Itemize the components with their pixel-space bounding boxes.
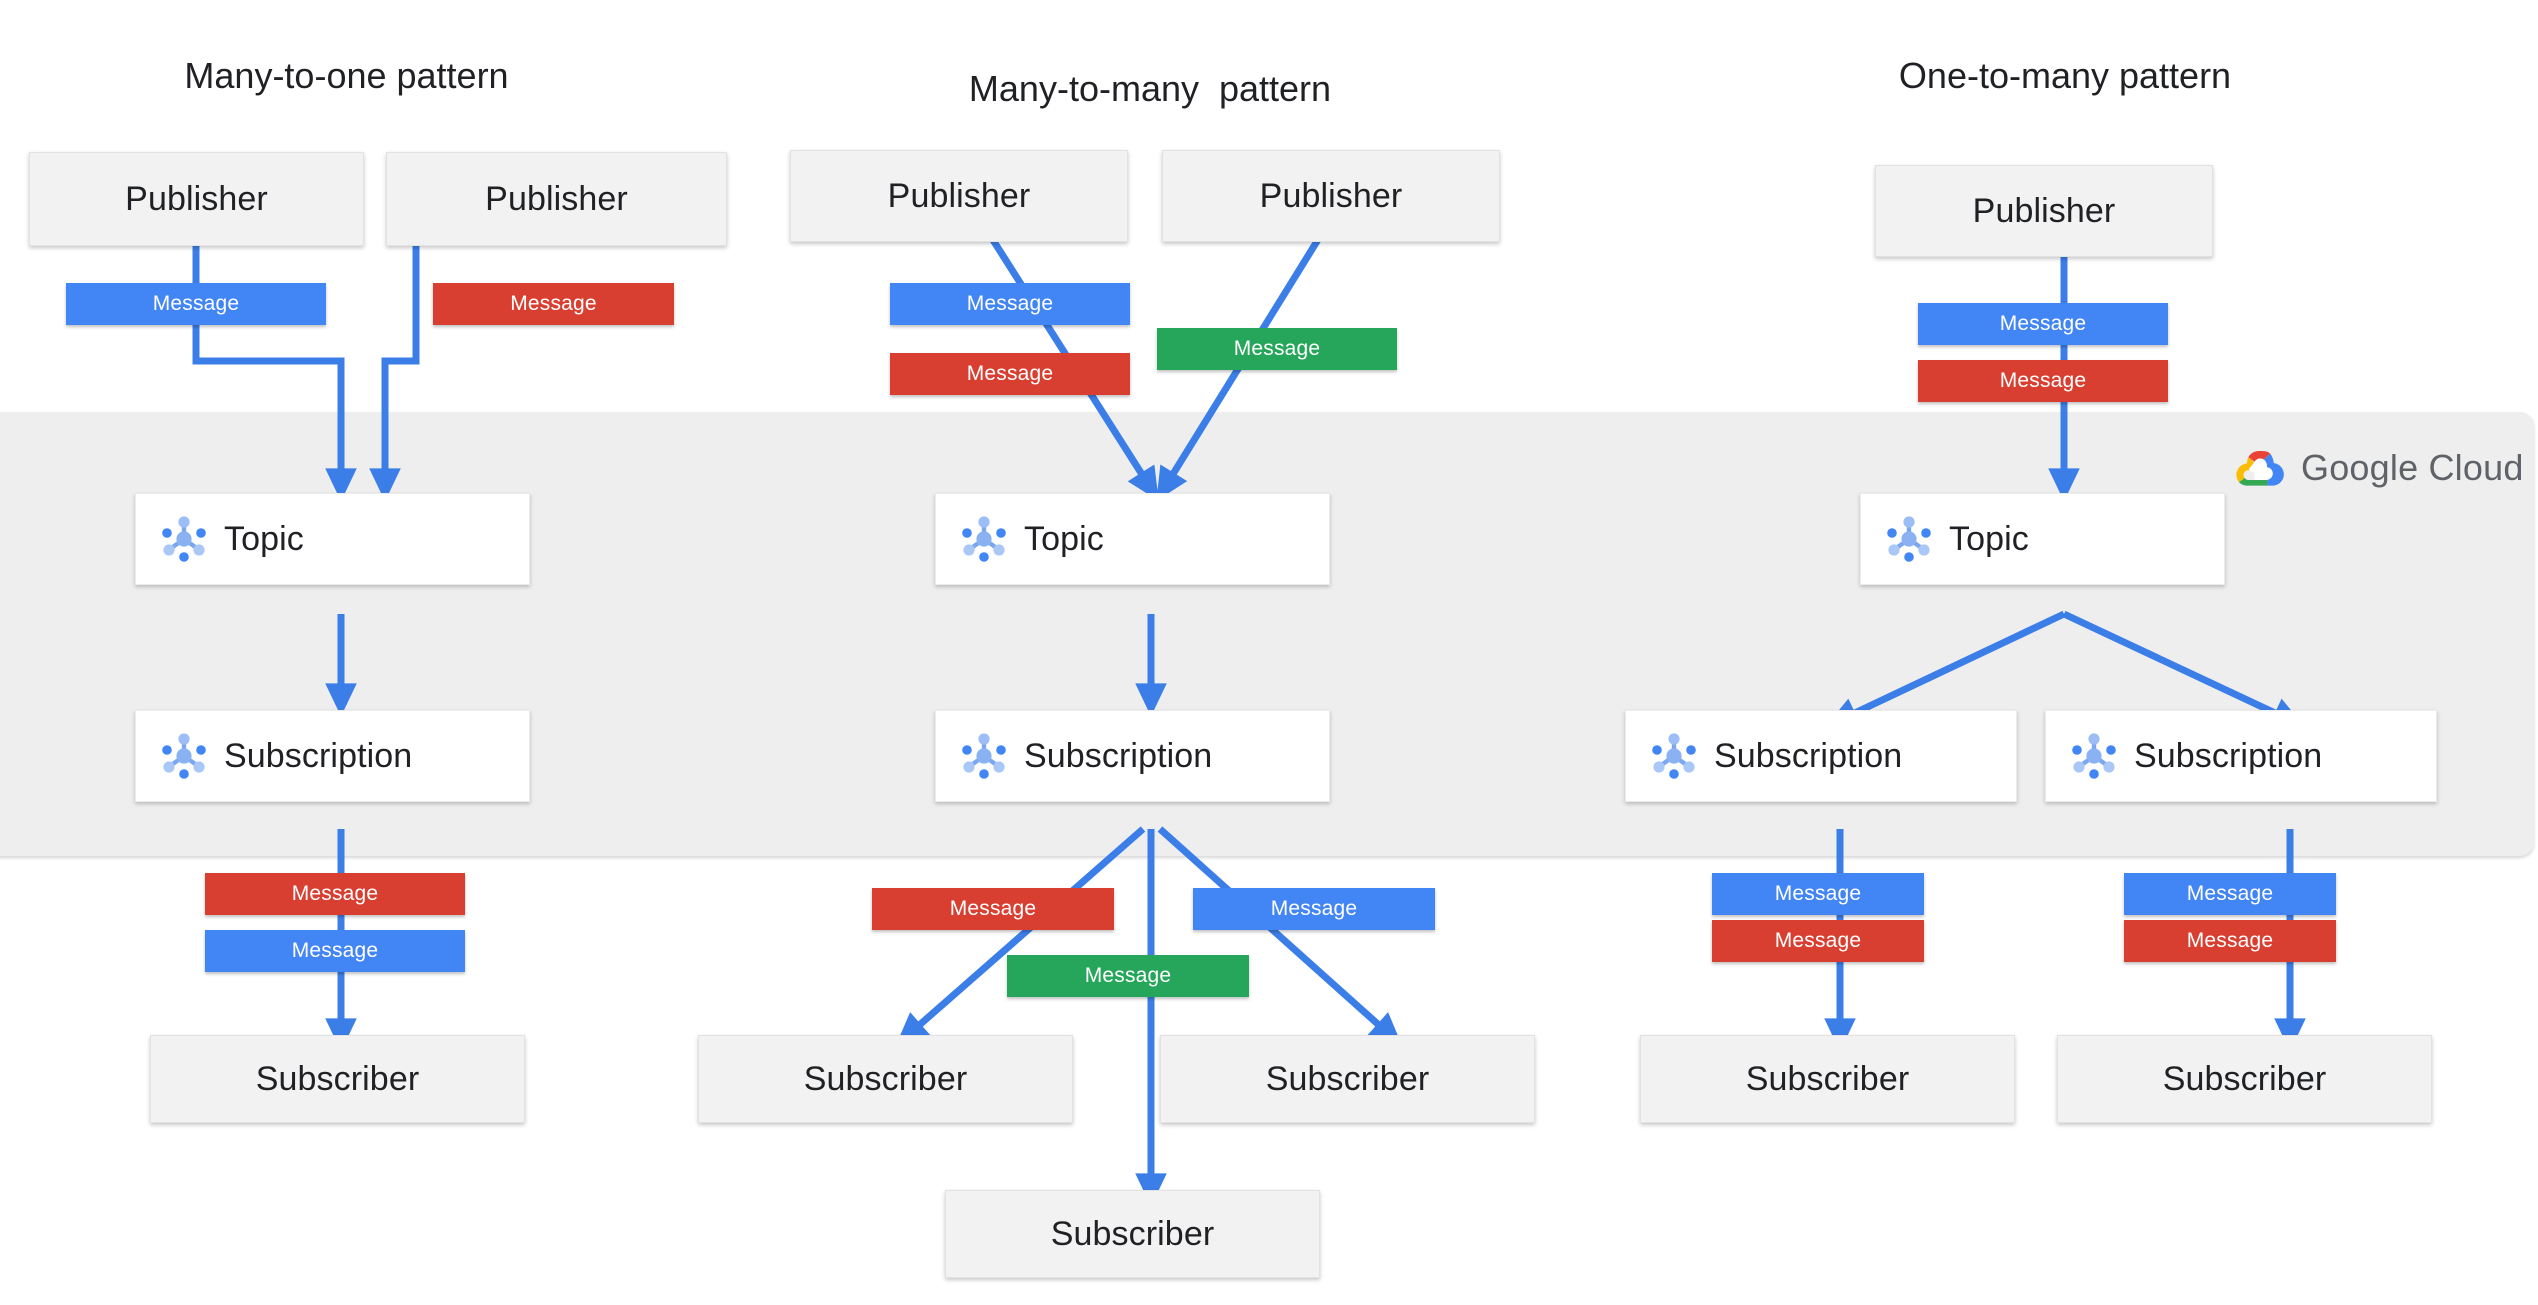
message-label: Message (966, 292, 1054, 315)
publisher-box[interactable]: Publisher (29, 152, 364, 246)
subscription-box[interactable]: Subscription (2045, 710, 2437, 802)
message-chip: Message (1157, 328, 1397, 370)
message-chip: Message (872, 888, 1114, 930)
subscription-box[interactable]: Subscription (935, 710, 1330, 802)
message-chip: Message (1193, 888, 1435, 930)
message-chip: Message (433, 283, 674, 325)
subscription-label: Subscription (2134, 736, 2323, 775)
topic-label: Topic (1024, 519, 1104, 558)
message-label: Message (1999, 369, 2087, 392)
message-chip: Message (205, 930, 465, 972)
subscriber-label: Subscriber (1265, 1059, 1430, 1098)
subscription-box[interactable]: Subscription (135, 710, 530, 802)
publisher-label: Publisher (1259, 176, 1403, 215)
subscriber-label: Subscriber (2162, 1059, 2327, 1098)
publisher-label: Publisher (1972, 191, 2116, 230)
message-chip: Message (890, 353, 1130, 395)
google-cloud-logo-icon (2236, 450, 2284, 486)
publisher-label: Publisher (125, 179, 268, 218)
subscription-box[interactable]: Subscription (1625, 710, 2017, 802)
message-label: Message (1774, 929, 1862, 952)
message-chip: Message (1918, 360, 2168, 402)
message-chip: Message (2124, 873, 2336, 915)
message-label: Message (2186, 929, 2274, 952)
message-label: Message (1774, 882, 1862, 905)
subscriber-label: Subscriber (1050, 1214, 1215, 1253)
pubsub-icon (1652, 733, 1696, 779)
subscription-label: Subscription (224, 736, 413, 775)
topic-box[interactable]: Topic (1860, 493, 2225, 585)
message-label: Message (291, 882, 379, 905)
topic-label: Topic (1949, 519, 2029, 558)
subscriber-label: Subscriber (803, 1059, 968, 1098)
column-title-many-to-many: Many-to-many pattern (968, 68, 1332, 109)
column-title-many-to-one: Many-to-one pattern (184, 55, 509, 96)
message-label: Message (1084, 964, 1172, 987)
subscriber-label: Subscriber (255, 1059, 420, 1098)
pubsub-icon (162, 733, 206, 779)
publisher-label: Publisher (887, 176, 1031, 215)
publisher-box[interactable]: Publisher (790, 150, 1128, 242)
publisher-box[interactable]: Publisher (1162, 150, 1500, 242)
message-label: Message (2186, 882, 2274, 905)
topic-label: Topic (224, 519, 304, 558)
message-label: Message (1999, 312, 2087, 335)
subscriber-box[interactable]: Subscriber (1640, 1035, 2015, 1123)
subscriber-box[interactable]: Subscriber (945, 1190, 1320, 1278)
message-label: Message (510, 292, 597, 315)
google-cloud-wordmark: Google Cloud (2301, 447, 2524, 488)
column-title-one-to-many: One-to-many pattern (1898, 55, 2232, 96)
message-label: Message (949, 897, 1037, 920)
message-label: Message (1233, 337, 1321, 360)
publisher-box[interactable]: Publisher (386, 152, 727, 246)
pubsub-icon (962, 516, 1006, 562)
subscriber-box[interactable]: Subscriber (698, 1035, 1073, 1123)
publisher-label: Publisher (485, 179, 628, 218)
message-label: Message (152, 292, 240, 315)
message-chip: Message (890, 283, 1130, 325)
subscriber-label: Subscriber (1745, 1059, 1910, 1098)
subscriber-box[interactable]: Subscriber (1160, 1035, 1535, 1123)
subscription-label: Subscription (1024, 736, 1213, 775)
message-label: Message (966, 362, 1054, 385)
subscriber-box[interactable]: Subscriber (150, 1035, 525, 1123)
message-label: Message (291, 939, 379, 962)
message-chip: Message (1007, 955, 1249, 997)
message-chip: Message (1712, 873, 1924, 915)
subscriber-box[interactable]: Subscriber (2057, 1035, 2432, 1123)
publisher-box[interactable]: Publisher (1875, 165, 2213, 257)
message-chip: Message (1712, 920, 1924, 962)
message-chip: Message (1918, 303, 2168, 345)
subscription-label: Subscription (1714, 736, 1903, 775)
topic-box[interactable]: Topic (935, 493, 1330, 585)
google-cloud-lockup: Google Cloud (2235, 443, 2524, 493)
message-chip: Message (205, 873, 465, 915)
pubsub-icon (962, 733, 1006, 779)
message-label: Message (1270, 897, 1358, 920)
pubsub-icon (162, 516, 206, 562)
topic-box[interactable]: Topic (135, 493, 530, 585)
pubsub-icon (1887, 516, 1931, 562)
message-chip: Message (66, 283, 326, 325)
message-chip: Message (2124, 920, 2336, 962)
pubsub-icon (2072, 733, 2116, 779)
